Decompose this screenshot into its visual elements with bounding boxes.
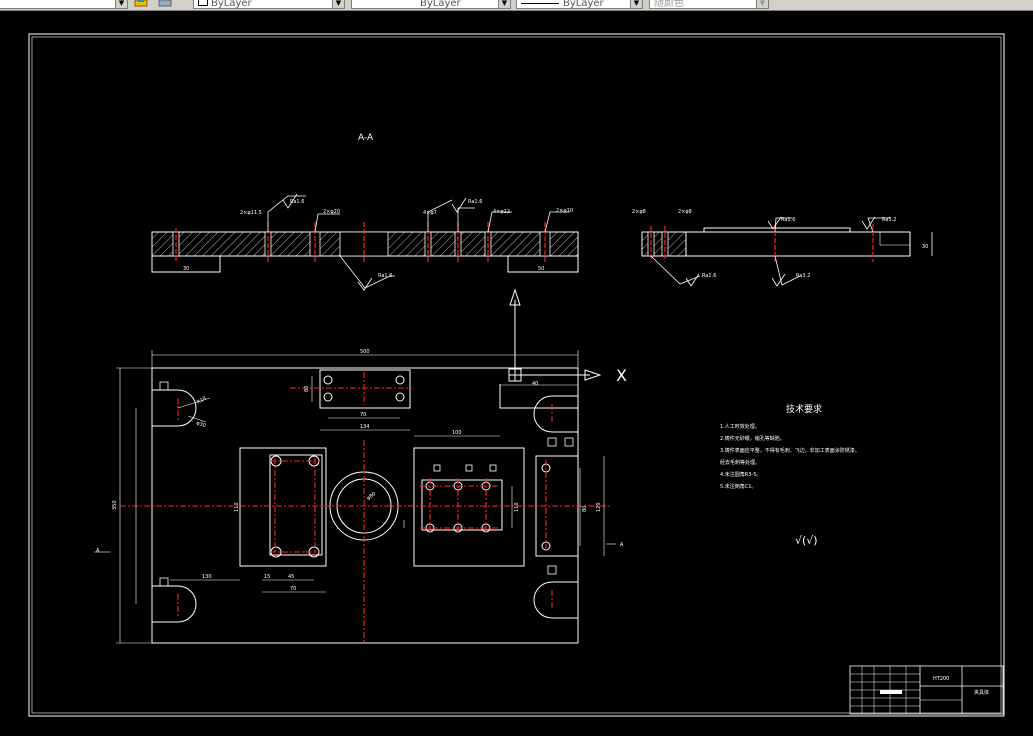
drawing-canvas[interactable]: A-A xyxy=(0,11,1033,736)
linetype-control-value: ByLayer xyxy=(420,0,461,9)
ucs-x-label: X xyxy=(616,366,627,385)
layer-previous-icon[interactable] xyxy=(158,0,172,8)
dim-right-w: 80 xyxy=(582,506,588,512)
roughness-symbol: √(√) xyxy=(795,534,818,547)
tech-req-item: 4.未注圆角R3-5。 xyxy=(720,471,761,478)
tech-req-title: 技术要求 xyxy=(786,403,822,415)
roughness-label: Ra1.6 xyxy=(468,199,482,205)
hole-label: 2×φ11.5 xyxy=(240,210,262,216)
title-block-material: HT200 xyxy=(933,676,949,682)
dim-upper-pitch: 70 xyxy=(360,412,366,418)
dim-slot-r: R18 xyxy=(196,396,208,406)
drawing-frame xyxy=(28,33,1005,717)
title-block xyxy=(849,665,1004,715)
layer-states-icon[interactable] xyxy=(134,0,148,8)
tech-req-item: 3.铸件表面应平整，不得有毛刺、飞边，非加工表面涂防锈漆。 xyxy=(720,447,860,454)
dim-left-block-h: 110 xyxy=(234,502,240,512)
dim-right-offset: 40 xyxy=(532,381,538,387)
drawing-frame-inner xyxy=(31,36,1002,714)
plan-center-lines xyxy=(120,372,610,643)
plotstyle-control-dropdown[interactable]: 随颜色 ▼ xyxy=(649,0,769,9)
dim-left-small: 15 xyxy=(264,574,270,580)
dim-label: 30 xyxy=(183,266,189,272)
dim-left-width: 70 xyxy=(290,586,296,592)
roughness-label: Ra1.6 xyxy=(378,273,392,279)
dim-bore: φ80 xyxy=(366,491,377,501)
dim-upper-height: 80 xyxy=(304,386,310,392)
chevron-down-icon[interactable]: ▼ xyxy=(115,0,127,8)
color-swatch-icon xyxy=(198,0,208,6)
color-control-dropdown[interactable]: ByLayer ▼ xyxy=(193,0,345,9)
dim-right-h: 120 xyxy=(596,502,602,512)
roughness-label: Ra3.2 xyxy=(882,217,896,223)
tech-req-item: 1.人工时效处理。 xyxy=(720,423,760,430)
roughness-label: Ra1.6 xyxy=(702,273,716,279)
section-view: Ra1.6 2×φ11.5 2×φ20 4×φ7 Ra1.6 4×φ12 2×φ… xyxy=(151,193,579,291)
dim-label: 30 xyxy=(922,244,928,250)
hole-label: 2×φ10 xyxy=(556,208,573,214)
properties-toolbar: ▼ ByLayer ▼ ByLayer ▼ ByLayer ▼ 随颜色 ▼ xyxy=(0,0,1033,11)
section-mark-left: A xyxy=(96,548,100,554)
chevron-down-icon[interactable]: ▼ xyxy=(630,0,642,8)
chevron-down-icon[interactable]: ▼ xyxy=(498,0,510,8)
dim-overall-width: 500 xyxy=(360,349,370,355)
lineweight-control-value: ByLayer xyxy=(563,0,604,9)
hole-label: 2×φ8 xyxy=(632,209,646,215)
hole-label: 2×φ8 xyxy=(678,209,692,215)
technical-requirements: 技术要求 1.人工时效处理。 2.铸件无砂眼，缩孔等缺陷。 3.铸件表面应平整，… xyxy=(720,403,860,547)
title-block-fill xyxy=(880,690,902,694)
section-title: A-A xyxy=(358,133,374,143)
plotstyle-control-value: 随颜色 xyxy=(654,0,684,9)
color-control-value: ByLayer xyxy=(211,0,252,9)
tech-req-item: 2.铸件无砂眼，缩孔等缺陷。 xyxy=(720,435,785,442)
hole-label: 4×φ12 xyxy=(493,209,510,215)
lineweight-sample-icon xyxy=(521,2,559,4)
dim-upper-width: 134 xyxy=(360,424,370,430)
layer-dropdown[interactable]: ▼ xyxy=(0,0,128,9)
roughness-label: Ra1.6 xyxy=(781,217,795,223)
ucs-icon xyxy=(508,288,602,382)
roughness-label: Ra3.2 xyxy=(796,273,810,279)
chevron-down-icon[interactable]: ▼ xyxy=(332,0,344,8)
dim-overall-height: 350 xyxy=(112,500,118,510)
hole-label: 4×φ7 xyxy=(423,210,437,216)
dim-slot-w: φ30 xyxy=(195,420,206,429)
chevron-down-icon[interactable]: ▼ xyxy=(756,0,768,8)
tech-req-item: 经去毛刺等处理。 xyxy=(720,459,760,466)
dim-center-block-h: 110 xyxy=(514,502,520,512)
tech-req-item: 5.未注倒角C1。 xyxy=(720,483,756,490)
hole-label: 2×φ20 xyxy=(323,209,340,215)
dimension-lines xyxy=(94,350,616,644)
side-section-view: 2×φ8 2×φ8 Ra1.6 Ra3.2 Ra1.6 Ra3.2 30 xyxy=(632,209,933,287)
roughness-label: Ra1.6 xyxy=(290,199,304,205)
lineweight-control-dropdown[interactable]: ByLayer ▼ xyxy=(516,0,643,9)
dim-left-dist: 130 xyxy=(202,574,212,580)
linetype-control-dropdown[interactable]: ByLayer ▼ xyxy=(351,0,511,9)
title-block-part-name: 夹具体 xyxy=(974,689,989,696)
dim-label: 50 xyxy=(538,266,544,272)
section-mark-right: A xyxy=(620,542,624,548)
dim-center-block: 100 xyxy=(452,430,462,436)
dim-left-pitch: 45 xyxy=(288,574,294,580)
title-block-labels: HT200 夹具体 xyxy=(880,676,989,696)
dimension-labels: 500 350 70 134 80 40 100 110 110 130 45 … xyxy=(96,349,624,592)
